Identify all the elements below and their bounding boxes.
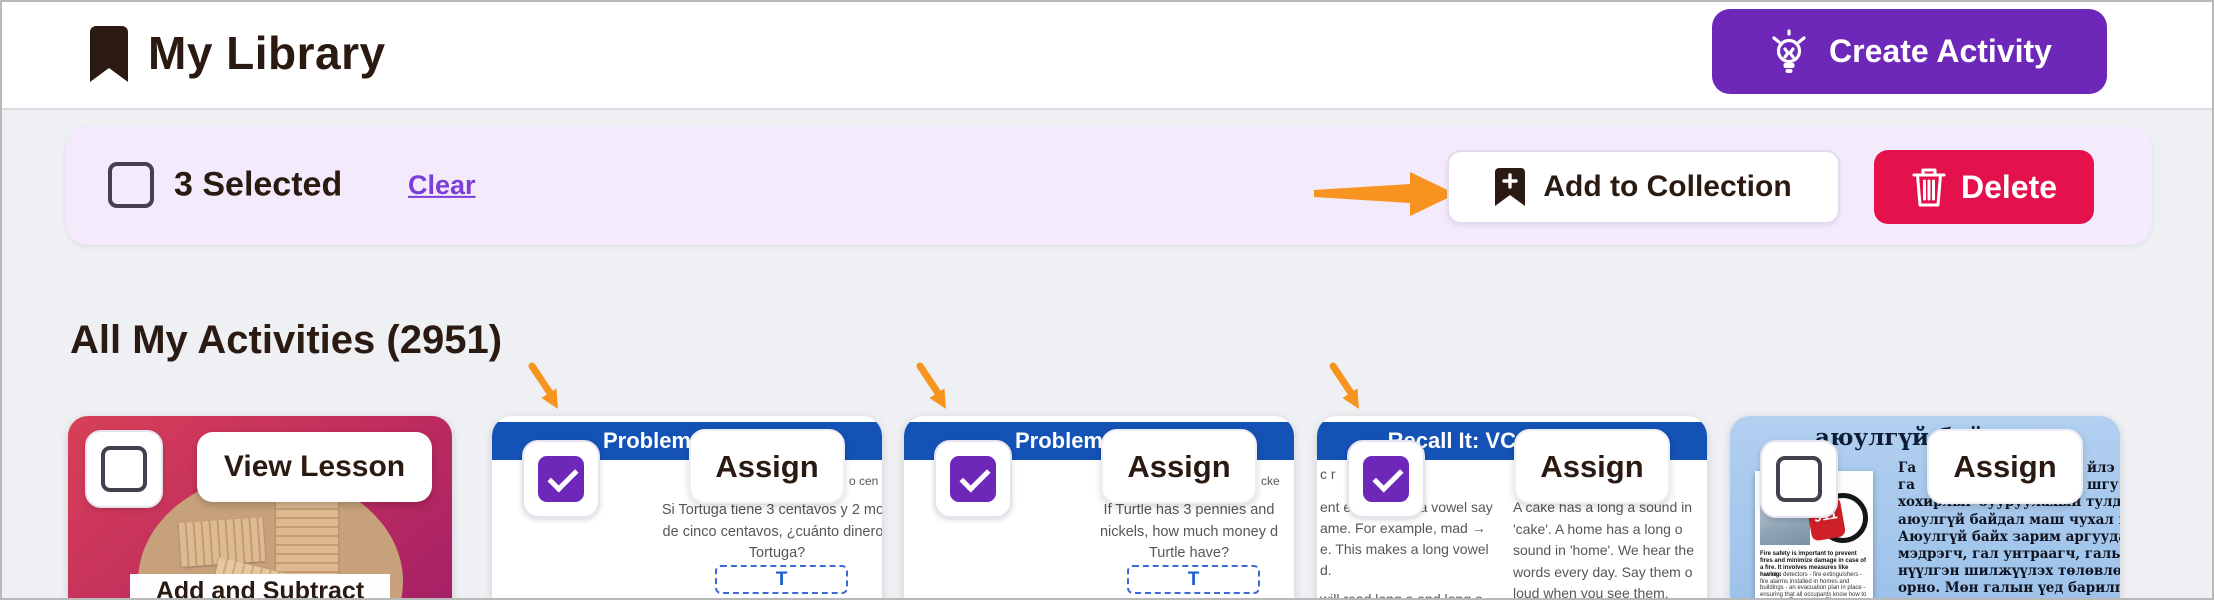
add-to-collection-button[interactable]: Add to Collection (1447, 150, 1840, 224)
assign-button[interactable]: Assign (1514, 429, 1670, 504)
clear-selection-link[interactable]: Clear (408, 169, 476, 200)
body-line: nickels, how much money d (1099, 523, 1279, 540)
annotation-arrow (912, 362, 964, 418)
card-checkbox-container[interactable] (1347, 440, 1425, 518)
section-heading: All My Activities (2951) (70, 318, 503, 362)
card-title: Problem (1014, 428, 1103, 453)
body-line: loud when you see them. (1513, 585, 1669, 600)
annotation-arrow (524, 362, 576, 418)
body-line: ame. For example, mad → (1320, 520, 1486, 536)
annotation-arrow-horizontal (1310, 166, 1460, 224)
body-line: аюулгүй гарахаа хүн бүр мэддэг (1898, 598, 2120, 599)
create-activity-button[interactable]: Create Activity (1712, 9, 2107, 94)
selected-count: 3 Selected (174, 165, 343, 204)
body-line: 'cake'. A home has a long o (1513, 520, 1683, 537)
card-checkbox[interactable] (950, 456, 996, 502)
card-checkbox[interactable] (101, 446, 147, 492)
clipped-text-fragment: o cen (849, 474, 879, 488)
activity-card[interactable]: Problem Si Tortuga tiene 3 centavos y 2 … (492, 416, 882, 598)
clipped-text-fragment: c r (1320, 466, 1336, 482)
delete-label: Delete (1960, 168, 2058, 205)
activity-card[interactable]: Problem If Turtle has 3 pennies and nick… (904, 416, 1294, 598)
card-title: Problem (602, 428, 691, 453)
body-line: нүүлгэн шилжүүлэх төлөвлөгөө (1898, 563, 2120, 580)
create-activity-label: Create Activity (1829, 33, 2052, 69)
card-body-text: If Turtle has 3 pennies and nickels, how… (1054, 500, 1294, 565)
body-line: Si Tortuga tiene 3 centavos y 2 mon (661, 502, 882, 518)
trash-icon (1911, 166, 1947, 208)
document-footer: Evacuation Plan (1755, 597, 1873, 598)
card-right-column: A cake has a long a sound in 'cake'. A h… (1513, 497, 1694, 600)
answer-box: T (1127, 565, 1260, 594)
assign-button[interactable]: Assign (689, 429, 845, 504)
body-line: words every day. Say them o (1513, 563, 1693, 580)
lightbulb-icon (1767, 28, 1811, 75)
bookmark-icon (90, 26, 128, 82)
body-line: e. This makes a long vowel (1320, 541, 1489, 557)
body-line: will read long a and long o (1320, 591, 1483, 600)
page-title: My Library (148, 26, 386, 79)
body-line: аюулгүй байдал маш чухал юм. (1898, 511, 2120, 528)
activity-card[interactable]: аюулгүй байдлын ety CALL 911 Fire safety… (1730, 416, 2120, 599)
card-checkbox-container[interactable] (1760, 440, 1838, 518)
card-checkbox-container[interactable] (934, 440, 1012, 518)
card-checkbox[interactable] (1776, 456, 1822, 502)
answer-box: T (715, 565, 848, 594)
clipped-text-fragment: cke (1261, 474, 1280, 488)
activity-card[interactable]: Recall It: VC c r R ent e can make a vow… (1317, 416, 1707, 600)
select-all-checkbox[interactable] (108, 162, 154, 208)
body-line: орно. Мөн галын үед барилгаас хз (1898, 580, 2120, 597)
card-checkbox-container[interactable] (522, 440, 600, 518)
body-line: d. (1320, 562, 1332, 578)
body-line: de cinco centavos, ¿cuánto dinero t (662, 523, 882, 540)
document-bullet-list: - smoke detectors - fire extinguishers -… (1760, 572, 1867, 598)
selection-bar: 3 Selected Clear Add to Collection (66, 126, 2152, 245)
assign-button[interactable]: Assign (1927, 429, 2083, 504)
body-line: Turtle have? (1148, 545, 1230, 561)
body-line: Га (1898, 460, 1917, 476)
body-line: sound in 'home'. We hear the (1513, 542, 1694, 558)
top-bar: My Library Create Activity (2, 2, 2212, 110)
body-line: мэдрэгч, гал унтраагч, галын дохи (1898, 546, 2120, 563)
body-line: If Turtle has 3 pennies and (1103, 502, 1275, 518)
card-checkbox[interactable] (538, 456, 584, 502)
add-to-collection-label: Add to Collection (1543, 170, 1792, 203)
document-body-text: Fire safety is important to prevent fire… (1760, 551, 1867, 578)
clipped-text-fragment: йлэ (2087, 460, 2115, 476)
delete-button[interactable]: Delete (1874, 150, 2094, 224)
view-lesson-button[interactable]: View Lesson (197, 432, 432, 502)
annotation-arrow (1325, 362, 1377, 418)
body-line: Аюулгүй байх зарим аргуудад ута (1898, 528, 2120, 545)
body-line: Tortuga? (748, 545, 806, 561)
card-body-text: Si Tortuga tiene 3 centavos y 2 mon de c… (642, 500, 882, 565)
activity-card-lesson[interactable]: Add and Subtract View Lesson (68, 416, 452, 598)
card-checkbox[interactable] (1363, 456, 1409, 502)
card-checkbox-container[interactable] (85, 430, 163, 508)
bookmark-plus-icon (1495, 168, 1526, 206)
lesson-caption: Add and Subtract (130, 574, 390, 598)
assign-button[interactable]: Assign (1101, 429, 1257, 504)
clipped-text-fragment: шгу (2087, 477, 2119, 493)
body-line: га (1898, 477, 1916, 494)
